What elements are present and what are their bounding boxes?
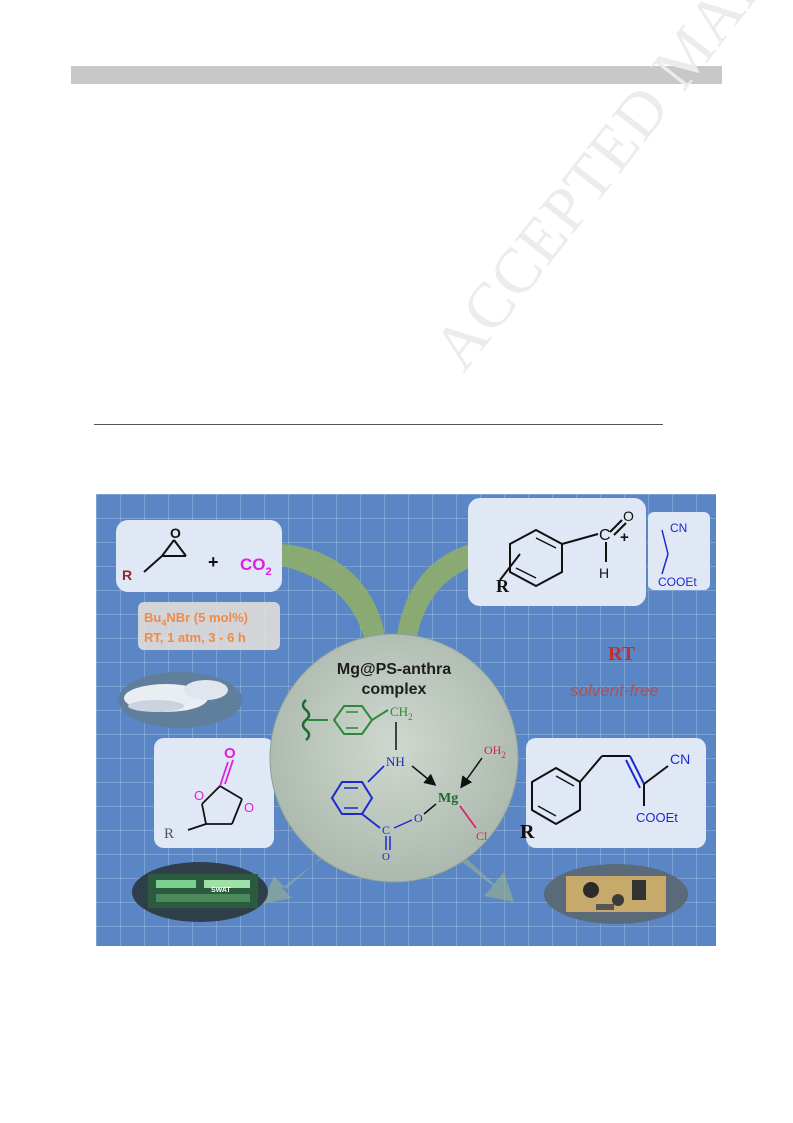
polymer-support <box>301 699 311 741</box>
product-cooet: COOEt <box>636 810 678 825</box>
epoxide-r-label: R <box>122 567 132 583</box>
complex-o: O <box>414 811 423 825</box>
horizontal-rule <box>94 424 663 425</box>
carbonate-r-label: R <box>164 826 174 842</box>
arrow-down-right <box>452 849 514 902</box>
device-image: SWAT <box>132 862 268 922</box>
cyanoacetate-cooet: COOEt <box>658 575 697 589</box>
complex-nh: NH <box>386 754 405 769</box>
conditions-panel: Bu4NBr (5 mol%) RT, 1 atm, 3 - 6 h <box>138 602 280 650</box>
complex-c: C <box>382 823 390 837</box>
conditions-line-2: RT, 1 atm, 3 - 6 h <box>144 630 246 645</box>
co2-cloud-image <box>118 672 242 728</box>
aldehyde-h-label: H <box>599 565 609 581</box>
aldehyde-c-label: C <box>599 527 611 544</box>
complex-mg: Mg <box>438 791 458 806</box>
device-label: SWAT <box>211 887 231 894</box>
carbonate-o-ring-1: O <box>194 788 204 803</box>
complex-title-line-2: complex <box>362 681 427 698</box>
complex-ch2: CH2 <box>390 704 413 722</box>
cyanoacetate-cn: CN <box>670 521 687 535</box>
carbonate-o-ring-2: O <box>244 800 254 815</box>
product-r-label: R <box>520 821 535 843</box>
graphical-abstract: R O + CO2 Bu4NBr (5 mol%) RT, 1 atm, 3 -… <box>96 494 716 946</box>
plus-sign: + <box>208 552 219 572</box>
rt-label: RT <box>608 643 636 665</box>
complex-cl: Cl <box>476 829 488 843</box>
aldehyde-r-label: R <box>496 576 510 596</box>
carbonate-o-top: O <box>224 745 236 762</box>
aldehyde-plus: + <box>620 529 629 546</box>
watermark: ACCEPTED MANUSCRIPT <box>418 0 793 383</box>
complex-oh2: OH2 <box>484 743 506 760</box>
arrow-left-curve <box>282 544 386 646</box>
epoxide-co2-panel: R O + CO2 <box>116 520 282 592</box>
complex-o-bottom: O <box>382 851 390 863</box>
solvent-free-label: solvent-free <box>570 681 659 700</box>
epoxide-o-label: O <box>170 525 181 541</box>
header-bar <box>71 66 722 84</box>
aldehyde-o-label: O <box>623 508 634 524</box>
mg-complex-circle: Mg@PS-anthra complex CH2 NH C O O Mg OH2… <box>269 633 519 883</box>
cyanoacetate-panel: CN COOEt <box>648 512 710 590</box>
arrow-right-curve <box>396 544 474 644</box>
complex-title-line-1: Mg@PS-anthra <box>337 661 451 678</box>
knoevenagel-product-panel: CN COOEt R <box>520 738 706 848</box>
cyclic-carbonate-panel: O O O R <box>154 738 274 848</box>
electronics-image <box>544 864 688 924</box>
conditions-line-1: Bu4NBr (5 mol%) <box>144 610 248 628</box>
co2-label: CO2 <box>240 555 272 578</box>
product-cn: CN <box>670 751 690 767</box>
arrow-down-left <box>262 849 331 904</box>
aldehyde-panel: R C O + H <box>468 498 646 606</box>
